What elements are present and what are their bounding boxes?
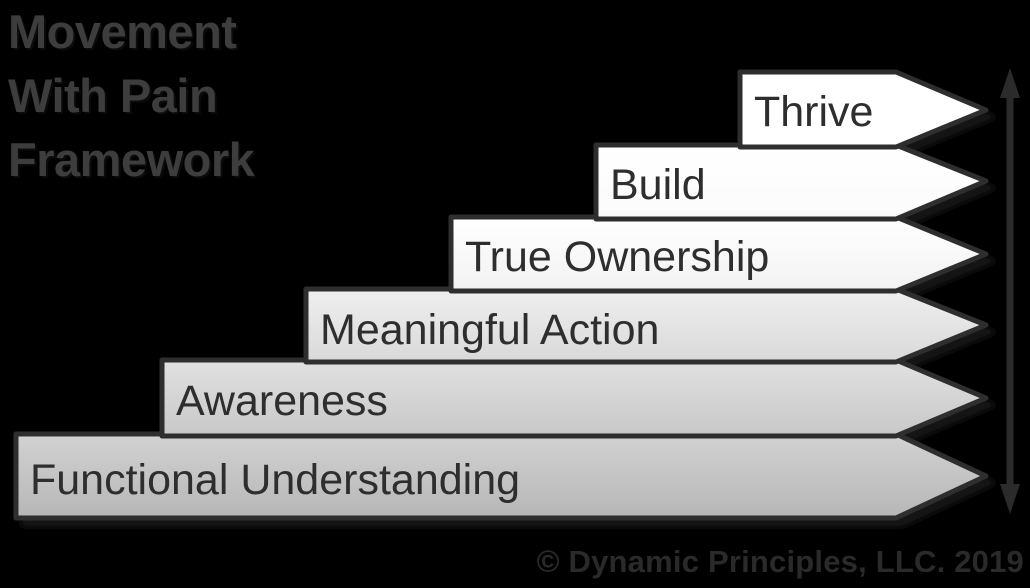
arrow-level-2[interactable]: [159, 357, 989, 439]
arrow-level-6[interactable]: [737, 69, 989, 150]
arrow-level-4[interactable]: [448, 214, 989, 294]
arrow-level-1[interactable]: [13, 431, 989, 521]
vertical-double-arrow-icon: [1000, 68, 1020, 514]
arrow-level-3[interactable]: [303, 286, 989, 365]
copyright-notice: © Dynamic Principles, LLC. 2019: [536, 544, 1024, 579]
page-title: Movement With Pain Framework: [8, 5, 255, 186]
arrow-level-5[interactable]: [593, 142, 989, 222]
